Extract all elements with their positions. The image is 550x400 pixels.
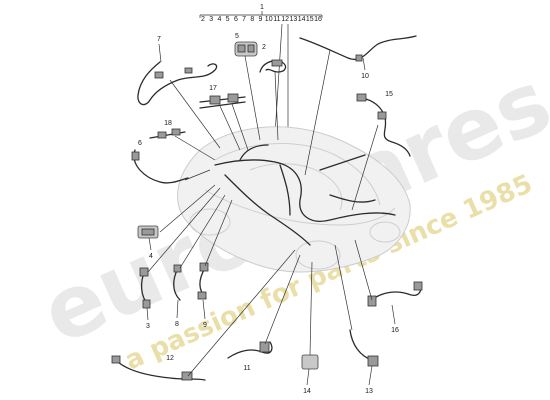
callout-15: 15: [385, 91, 393, 98]
callout-13: 13: [365, 388, 373, 395]
callout-16: 16: [391, 327, 399, 334]
part-9-harness: [197, 262, 209, 300]
part-5-connector: [234, 41, 258, 57]
part-6-harness: [131, 149, 189, 184]
callout-12: 12: [166, 355, 174, 362]
main-harness: [214, 144, 396, 246]
part-15-harness: [356, 93, 411, 157]
part-17-harness: [199, 93, 246, 109]
index-sub-number: 16: [314, 16, 322, 23]
callout-5: 5: [235, 33, 239, 40]
callout-10: 10: [361, 73, 369, 80]
callout-17: 17: [209, 85, 217, 92]
index-sub-number: 7: [242, 16, 246, 23]
part-4-connector: [137, 225, 159, 239]
part-13-harness: [349, 329, 379, 367]
callout-6: 6: [138, 140, 142, 147]
index-sub-number: 2: [201, 16, 205, 23]
index-sub-number: 9: [259, 16, 263, 23]
part-18-harness: [149, 128, 186, 139]
index-sub-number: 8: [250, 16, 254, 23]
index-sub-number: 6: [234, 16, 238, 23]
part-10-harness: [299, 35, 417, 62]
part-2-harness: [259, 59, 287, 73]
part-14-connector: [301, 354, 319, 370]
callout-labels: 7 5 2 17 18 6 10 15 4 3 8 9 12 11 14 13 …: [138, 33, 399, 395]
car-body: [177, 126, 411, 273]
index-sub-number: 10: [265, 16, 273, 23]
callout-14: 14: [303, 388, 311, 395]
part-11-harness: [227, 341, 273, 359]
index-sub-number: 3: [209, 16, 213, 23]
part-8-harness: [173, 264, 182, 301]
callout-3: 3: [146, 323, 150, 330]
callout-4: 4: [149, 253, 153, 260]
index-sub-number: 14: [298, 16, 306, 23]
index-number: 1: [260, 4, 264, 11]
callout-18: 18: [164, 120, 172, 127]
part-7-harness: [137, 61, 218, 106]
index-sub-number: 15: [306, 16, 314, 23]
leader-lines: [147, 49, 379, 377]
index-sub-number: 4: [217, 16, 221, 23]
callout-9: 9: [203, 322, 207, 329]
index-sub-number: 5: [226, 16, 230, 23]
callout-8: 8: [175, 321, 179, 328]
index-sub-number: 12: [281, 16, 289, 23]
callout-11: 11: [243, 365, 250, 372]
part-16-harness: [367, 281, 423, 307]
index-sub-number: 11: [273, 16, 280, 23]
callout-2: 2: [262, 44, 266, 51]
part-12-harness: [111, 355, 206, 381]
callout-7: 7: [157, 36, 161, 43]
index-sub-number: 13: [290, 16, 298, 23]
